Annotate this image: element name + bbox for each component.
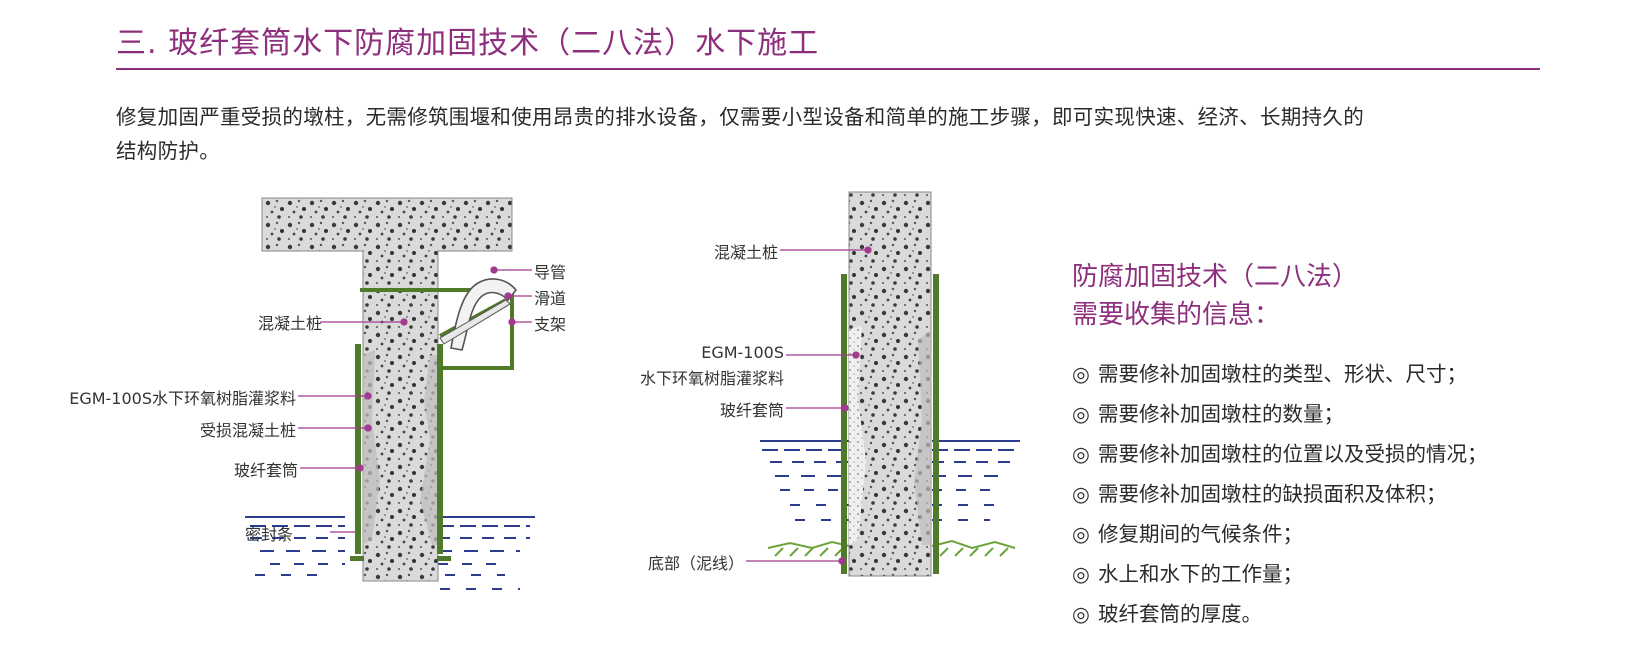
left-label-concrete-pile: 混凝土桩 — [257, 314, 322, 333]
info-title-line2: 需要收集的信息： — [1072, 300, 1281, 330]
right-diagram — [760, 191, 1020, 577]
leader-lines — [298, 246, 872, 565]
info-title-line1: 防腐加固技术（二八法） — [1072, 262, 1359, 292]
circle-bullet-icon: ◎ — [1072, 402, 1090, 426]
list-item: ◎修复期间的气候条件； — [1072, 514, 1488, 554]
right-grout-band — [849, 325, 866, 545]
left-label-egm-grout: EGM-100S水下环氧树脂灌浆料 — [69, 389, 296, 408]
left-diagram — [245, 197, 535, 590]
info-title: 防腐加固技术（二八法） 需要收集的信息： — [1072, 258, 1358, 334]
list-item: ◎需要修补加固墩柱的数量； — [1072, 394, 1488, 434]
right-mudline — [767, 539, 1016, 557]
left-label-fiberglass-jacket: 玻纤套筒 — [233, 461, 298, 480]
left-label-bracket: 支架 — [534, 315, 567, 334]
right-label-egm-line2: 水下环氧树脂灌浆料 — [639, 369, 784, 388]
left-fiberglass-jacket — [350, 344, 451, 561]
title-divider — [116, 68, 1540, 70]
page-title: 三. 玻纤套筒水下防腐加固技术（二八法）水下施工 — [116, 26, 820, 61]
left-label-seal-strip: 密封条 — [245, 525, 294, 544]
right-label-egm-line1: EGM-100S — [701, 343, 784, 362]
right-fiberglass-jacket — [841, 274, 939, 574]
right-label-bottom-mudline: 底部（泥线） — [647, 554, 744, 573]
info-list: ◎需要修补加固墩柱的类型、形状、尺寸； ◎需要修补加固墩柱的数量； ◎需要修补加… — [1072, 354, 1488, 634]
list-item: ◎玻纤套筒的厚度。 — [1072, 594, 1488, 634]
list-item: ◎需要修补加固墩柱的位置以及受损的情况； — [1072, 434, 1488, 474]
right-label-concrete-pile: 混凝土桩 — [713, 243, 778, 262]
circle-bullet-icon: ◎ — [1072, 362, 1090, 386]
list-item: ◎需要修补加固墩柱的类型、形状、尺寸； — [1072, 354, 1488, 394]
left-conduit — [439, 278, 518, 351]
circle-bullet-icon: ◎ — [1072, 522, 1090, 546]
list-item: ◎水上和水下的工作量； — [1072, 554, 1488, 594]
intro-line-2: 结构防护。 — [116, 139, 220, 163]
intro-line-1: 修复加固严重受损的墩柱，无需修筑围堰和使用昂贵的排水设备，仅需要小型设备和简单的… — [116, 105, 1364, 129]
left-label-damaged-pile: 受损混凝土桩 — [199, 421, 296, 440]
circle-bullet-icon: ◎ — [1072, 602, 1090, 626]
left-water-lines — [245, 516, 535, 590]
right-label-fiberglass-jacket: 玻纤套筒 — [719, 401, 784, 420]
circle-bullet-icon: ◎ — [1072, 562, 1090, 586]
right-water-lines — [760, 440, 1020, 521]
intro-paragraph: 修复加固严重受损的墩柱，无需修筑围堰和使用昂贵的排水设备，仅需要小型设备和简单的… — [116, 100, 1536, 168]
left-pier-concrete — [261, 197, 513, 582]
left-label-slide: 滑道 — [534, 289, 567, 308]
circle-bullet-icon: ◎ — [1072, 482, 1090, 506]
list-item: ◎需要修补加固墩柱的缺损面积及体积； — [1072, 474, 1488, 514]
circle-bullet-icon: ◎ — [1072, 442, 1090, 466]
left-label-conduit: 导管 — [534, 263, 567, 282]
